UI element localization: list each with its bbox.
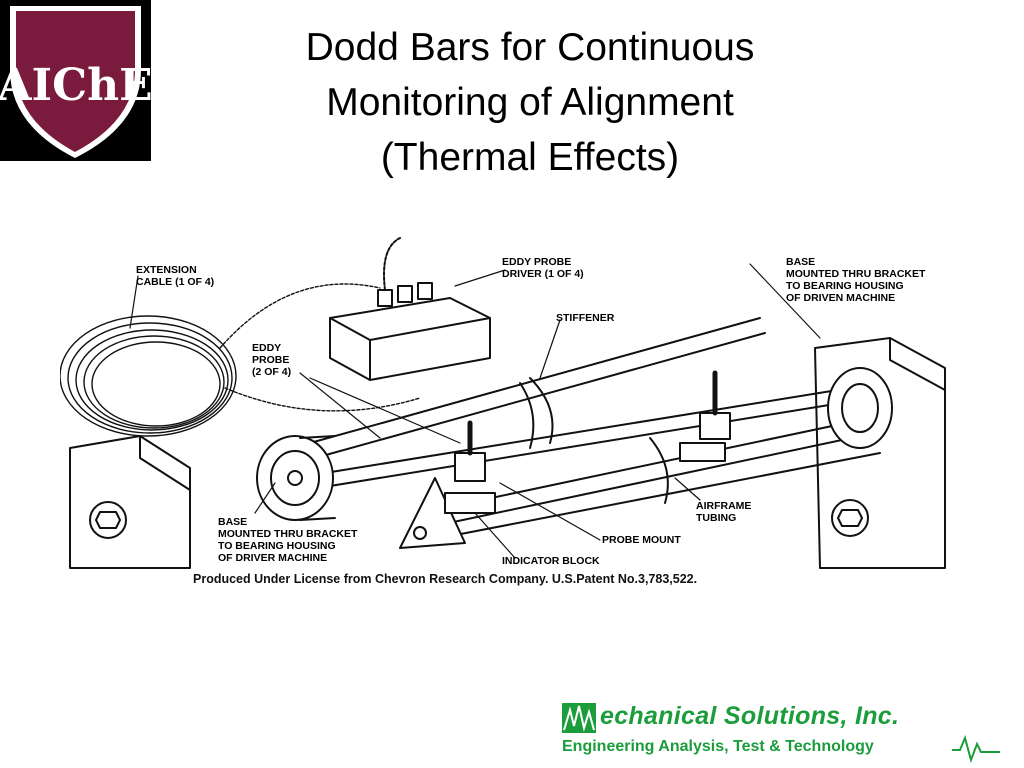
mechanical-solutions-logo: echanical Solutions, Inc. Engineering An…	[560, 700, 1020, 764]
slide-title: Dodd Bars for Continuous Monitoring of A…	[230, 20, 830, 185]
driver-bracket	[69, 435, 191, 569]
label-base-driver-machine: BASE MOUNTED THRU BRACKET TO BEARING HOU…	[218, 516, 358, 564]
ms-graph-icon	[562, 703, 1000, 764]
airframe-tubes	[309, 317, 881, 539]
signal-wave-icon	[952, 734, 1000, 764]
probe-mounts	[444, 370, 731, 514]
aiche-logo: AIChE	[0, 0, 151, 161]
label-extension-cable: EXTENSION CABLE (1 OF 4)	[136, 264, 215, 288]
label-eddy-probe: EDDY PROBE (2 OF 4)	[252, 342, 292, 378]
label-base-driven-machine: BASE MOUNTED THRU BRACKET TO BEARING HOU…	[786, 256, 926, 304]
aiche-logo-text: AIChE	[0, 60, 151, 111]
left-end-plate	[256, 435, 336, 521]
extension-cable-coil	[60, 283, 421, 437]
label-probe-mount: PROBE MOUNT	[602, 534, 681, 546]
eddy-probe-driver-box	[329, 237, 491, 381]
label-stiffener: STIFFENER	[556, 312, 615, 324]
title-line-3: (Thermal Effects)	[380, 136, 680, 179]
leader-lines	[129, 263, 821, 559]
label-eddy-probe-driver: EDDY PROBE DRIVER (1 OF 4)	[502, 256, 584, 280]
label-indicator-block: INDICATOR BLOCK	[502, 555, 600, 567]
license-note: Produced Under License from Chevron Rese…	[193, 572, 698, 586]
aiche-shield-icon: AIChE	[0, 6, 151, 158]
ms-company-name: echanical Solutions, Inc.	[600, 702, 900, 730]
right-end-plate	[827, 367, 893, 449]
diagram-drawing	[60, 237, 946, 569]
title-line-1: Dodd Bars for Continuous	[305, 26, 755, 69]
dodd-bar-diagram: EXTENSION CABLE (1 OF 4) EDDY PROBE DRIV…	[60, 228, 960, 608]
title-line-2: Monitoring of Alignment	[326, 81, 734, 124]
label-airframe-tubing: AIRFRAME TUBING	[696, 500, 752, 524]
stiffener-bands	[519, 377, 669, 504]
ms-tagline: Engineering Analysis, Test & Technology	[562, 738, 874, 755]
